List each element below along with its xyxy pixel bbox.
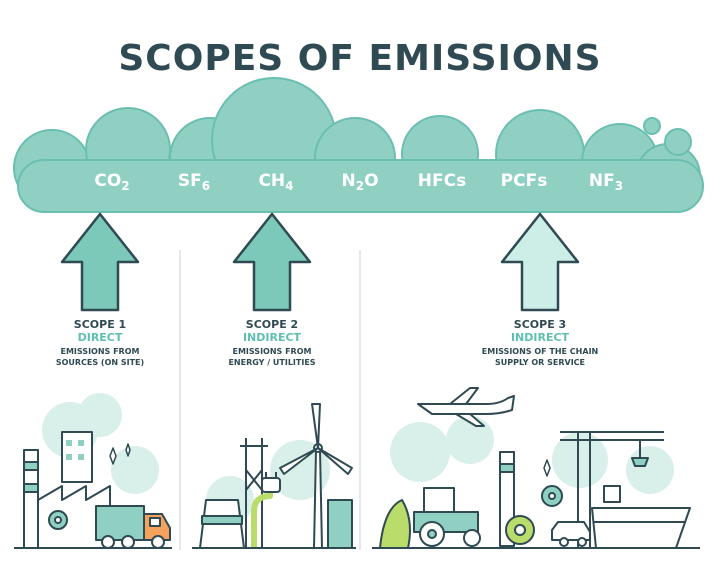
gas-label: SF6 bbox=[178, 171, 210, 193]
scope-3-label: SCOPE 3 INDIRECT EMISSIONS OF THE CHAIN … bbox=[440, 318, 640, 368]
scope-3-desc-line-2: SUPPLY OR SERVICE bbox=[494, 358, 586, 367]
scope-1-label: SCOPE 1 DIRECT EMISSIONS FROM SOURCES (O… bbox=[0, 318, 200, 368]
scope-2-desc-line-1: EMISSIONS FROM bbox=[232, 347, 312, 356]
scope-1-desc-line-2: SOURCES (ON SITE) bbox=[55, 358, 145, 367]
scope-2-desc-line-2: ENERGY / UTILITIES bbox=[228, 358, 316, 367]
gas-label: CH4 bbox=[258, 171, 293, 193]
scope-3-illustration bbox=[372, 387, 700, 549]
scope-3-desc-line-1: EMISSIONS OF THE CHAIN bbox=[481, 347, 599, 356]
scope-2-type: INDIRECT bbox=[242, 331, 302, 344]
gas-label: NF3 bbox=[589, 171, 623, 193]
diagram-title: SCOPES OF EMISSIONS bbox=[118, 38, 602, 79]
scope-2-name: SCOPE 2 bbox=[245, 318, 299, 331]
gas-label: HFCs bbox=[418, 171, 466, 191]
gas-label: CO2 bbox=[94, 171, 129, 193]
gas-label: PCFs bbox=[501, 171, 548, 191]
small-cloud-puff bbox=[664, 128, 692, 156]
scope-2-label: SCOPE 2 INDIRECT EMISSIONS FROM ENERGY /… bbox=[172, 318, 372, 368]
scope-1-illustration bbox=[14, 393, 172, 549]
scope-1-desc-line-1: EMISSIONS FROM bbox=[60, 347, 140, 356]
scope-3-type: INDIRECT bbox=[510, 331, 570, 344]
scope-1-name: SCOPE 1 bbox=[73, 318, 127, 331]
scope-3-name: SCOPE 3 bbox=[513, 318, 567, 331]
arrow-scope-2 bbox=[232, 212, 312, 312]
arrow-scope-1 bbox=[60, 212, 140, 312]
scope-1-type: DIRECT bbox=[77, 331, 123, 344]
scope-2-illustration bbox=[192, 403, 356, 549]
gas-label: N2O bbox=[341, 171, 378, 193]
tiny-cloud-puff bbox=[643, 117, 661, 135]
arrow-scope-3 bbox=[500, 212, 580, 312]
gas-labels: CO2 SF6 CH4 N2O HFCs PCFs NF3 bbox=[94, 171, 623, 193]
